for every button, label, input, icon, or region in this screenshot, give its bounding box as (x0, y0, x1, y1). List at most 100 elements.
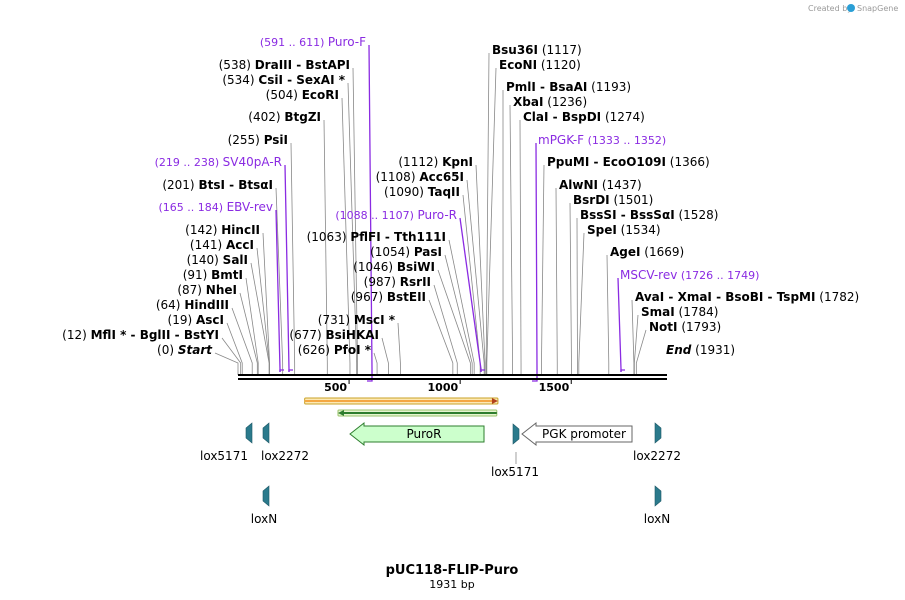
end-label: End (1931) (666, 343, 735, 357)
lox-site-lox5171[interactable]: lox5171 (200, 422, 253, 463)
end-name: End (666, 343, 692, 357)
restriction-site-label[interactable]: (402) BtgZI (248, 110, 321, 124)
site-name: HincII (221, 223, 260, 237)
primer-label[interactable]: (1088 .. 1107) Puro-R (335, 208, 457, 222)
restriction-site-label[interactable]: (0) Start (157, 343, 213, 357)
restriction-site-label[interactable]: (1112) KpnI (398, 155, 473, 169)
primer-label[interactable]: (591 .. 611) Puro-F (260, 35, 366, 49)
site-leader-line (437, 269, 471, 375)
restriction-site-label[interactable]: AvaI - XmaI - BsoBI - TspMI (1782) (635, 290, 859, 304)
feature-puror[interactable]: PuroR (349, 421, 485, 447)
restriction-site-label[interactable]: (626) PfoI * (298, 343, 372, 357)
restriction-site-label[interactable]: (255) PsiI (228, 133, 288, 147)
primer-label[interactable]: MSCV-rev (1726 .. 1749) (620, 268, 759, 282)
restriction-site-label[interactable]: (64) HindIII (156, 298, 229, 312)
restriction-site-label[interactable]: SpeI (1534) (587, 223, 661, 237)
restriction-site-label[interactable]: (1046) BsiWI (353, 260, 435, 274)
site-name: TaqII (428, 185, 460, 199)
lox-arrow-icon (262, 422, 270, 444)
restriction-site-label[interactable]: (677) BsiHKAI (289, 328, 379, 342)
restriction-site-label[interactable]: (1090) TaqII (384, 185, 460, 199)
site-position: (1782) (815, 290, 859, 304)
site-position: (534) (222, 73, 258, 87)
restriction-site-label[interactable]: PpuMI - EcoO109I (1366) (547, 155, 710, 169)
restriction-site-label[interactable]: AgeI (1669) (610, 245, 684, 259)
restriction-site-label[interactable]: EcoNI (1120) (499, 58, 581, 72)
site-leader-line (578, 232, 585, 375)
restriction-site-label[interactable]: PmlI - BsaAI (1193) (506, 80, 631, 94)
site-leader-line (541, 164, 545, 375)
restriction-site-label[interactable]: XbaI (1236) (513, 95, 587, 109)
primer-label[interactable]: mPGK-F (1333 .. 1352) (538, 133, 666, 147)
feature-bar[interactable] (337, 409, 498, 417)
restriction-site-label[interactable]: (1054) PasI (370, 245, 442, 259)
orf-bar[interactable] (304, 397, 499, 405)
lox-site-lox2272[interactable]: lox2272 (633, 422, 681, 463)
restriction-site-label[interactable]: NotI (1793) (649, 320, 721, 334)
site-name: AgeI (610, 245, 640, 259)
lox-site-loxn[interactable]: loxN (644, 485, 670, 526)
site-position: (201) (162, 178, 198, 192)
restriction-site-label[interactable]: (731) MscI * (318, 313, 396, 327)
site-leader-line (485, 52, 490, 375)
restriction-site-label[interactable]: ClaI - BspDI (1274) (523, 110, 645, 124)
restriction-site-label[interactable]: BssSI - BssSαI (1528) (580, 208, 718, 222)
restriction-site-label[interactable]: Bsu36I (1117) (492, 43, 582, 57)
site-position: (538) (219, 58, 255, 72)
restriction-site-label[interactable]: (201) BtsI - BtsαI (162, 178, 273, 192)
restriction-site-label[interactable]: (1063) PflFI - Tth111I (307, 230, 446, 244)
restriction-site-label[interactable]: (141) AccI (190, 238, 254, 252)
restriction-site-label[interactable]: (534) CsiI - SexAI * (222, 73, 345, 87)
lox-label: lox2272 (633, 449, 681, 463)
primer-name: Puro-R (417, 208, 457, 222)
snapgene-credit: Created by SnapGene (808, 4, 898, 13)
site-position: (626) (298, 343, 334, 357)
restriction-site-label[interactable]: (12) MflI * - BglII - BstYI (62, 328, 219, 342)
site-leader-line (486, 67, 497, 375)
site-name: Start (178, 343, 213, 357)
restriction-site-label[interactable]: (140) SalI (187, 253, 248, 267)
lox-site-lox2272[interactable]: lox2272 (261, 422, 309, 463)
restriction-site-label[interactable]: (967) BstEII (351, 290, 426, 304)
site-position: (12) (62, 328, 90, 342)
restriction-site-label[interactable]: SmaI (1784) (641, 305, 718, 319)
restriction-site-label[interactable]: AlwNI (1437) (559, 178, 642, 192)
primer-range: (165 .. 184) (159, 201, 227, 214)
primer-range: (1333 .. 1352) (584, 134, 666, 147)
site-name: PfoI * (334, 343, 372, 357)
site-name: SalI (223, 253, 248, 267)
restriction-site-label[interactable]: (1108) Acc65I (376, 170, 464, 184)
primer-label[interactable]: (165 .. 184) EBV-rev (159, 200, 274, 214)
restriction-site-label[interactable]: (87) NheI (177, 283, 237, 297)
lox-site-lox5171[interactable]: lox5171 (491, 423, 539, 479)
restriction-site-label[interactable]: (142) HincII (185, 223, 260, 237)
site-leader-line (569, 202, 572, 375)
site-leader-line (373, 352, 378, 375)
site-name: BstEII (387, 290, 426, 304)
site-leader-line (475, 164, 486, 375)
restriction-site-label[interactable]: (538) DraIII - BstAPI (219, 58, 350, 72)
map-title: pUC118-FLIP-Puro (386, 563, 519, 578)
site-position: (1112) (398, 155, 442, 169)
restriction-site-label[interactable]: BsrDI (1501) (573, 193, 653, 207)
site-position: (987) (364, 275, 400, 289)
site-name: NotI (649, 320, 678, 334)
primer-binding-mark (620, 369, 625, 372)
lox-label: loxN (644, 512, 670, 526)
restriction-site-label[interactable]: (19) AscI (168, 313, 224, 327)
feature-pgk-promoter[interactable]: PGK promoter (521, 421, 633, 447)
site-position: (141) (190, 238, 226, 252)
site-leader-line (226, 322, 243, 375)
site-name: CsiI - SexAI * (258, 73, 345, 87)
restriction-site-label[interactable]: (987) RsrII (364, 275, 431, 289)
restriction-site-label[interactable]: (504) EcoRI (266, 88, 339, 102)
primer-name: mPGK-F (538, 133, 584, 147)
site-position: (1793) (678, 320, 722, 334)
lox-site-loxn[interactable]: loxN (251, 485, 277, 526)
site-leader-line (397, 322, 401, 375)
restriction-site-label[interactable]: (91) BmtI (183, 268, 243, 282)
site-position: (1117) (538, 43, 582, 57)
primer-label[interactable]: (219 .. 238) SV40pA-R (155, 155, 282, 169)
site-position: (1501) (610, 193, 654, 207)
